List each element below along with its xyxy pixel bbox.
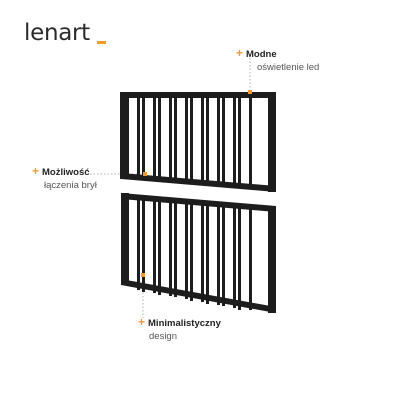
upper-light-module xyxy=(120,92,276,192)
lower-right-post xyxy=(268,206,276,313)
lower-bar xyxy=(174,199,177,297)
upper-bar xyxy=(233,94,236,184)
lower-left-post xyxy=(121,193,129,285)
upper-bar xyxy=(153,94,156,178)
lower-light-module xyxy=(121,193,276,313)
upper-bar xyxy=(169,94,172,179)
marker-dot-bottom xyxy=(141,273,145,277)
upper-bar xyxy=(142,95,145,179)
lower-bar xyxy=(169,199,172,296)
callout-title: Możliwość xyxy=(42,167,90,178)
lower-bar xyxy=(158,198,161,295)
lower-bar xyxy=(217,203,220,305)
lower-bar xyxy=(222,203,225,306)
callout-minimal-design: +Minimalistyczny design xyxy=(138,316,221,343)
lower-bar xyxy=(142,197,145,292)
lower-bar xyxy=(238,205,241,310)
upper-right-post xyxy=(268,92,276,192)
upper-bar xyxy=(190,95,193,183)
callout-title: Minimalistyczny xyxy=(148,318,221,329)
plus-icon: + xyxy=(138,315,146,329)
upper-bar xyxy=(174,95,177,181)
upper-bar xyxy=(249,94,252,186)
callout-subtitle: design xyxy=(149,331,177,342)
brand-logo: lenart xyxy=(24,20,90,46)
lower-bar xyxy=(249,205,252,310)
marker-dot-middle xyxy=(143,172,147,176)
upper-bar xyxy=(158,95,161,180)
upper-left-post xyxy=(120,92,128,179)
lower-bar xyxy=(206,202,209,304)
upper-bar xyxy=(217,94,220,183)
marker-dot-top xyxy=(248,90,252,94)
brand-name: lenart xyxy=(24,20,90,46)
upper-bar xyxy=(185,94,188,180)
upper-bar xyxy=(222,95,225,185)
logo-underscore xyxy=(97,41,106,44)
lower-bar xyxy=(185,200,188,299)
callout-led-lighting: +Modne oświetlenie led xyxy=(236,47,319,74)
lower-top-rail xyxy=(121,193,276,212)
plus-icon: + xyxy=(32,164,40,178)
upper-bar xyxy=(201,94,204,182)
plus-icon: + xyxy=(236,46,244,60)
lower-bar xyxy=(233,204,236,308)
lower-bar xyxy=(190,201,193,301)
lower-bar xyxy=(201,201,204,302)
callout-subtitle: łączenia brył xyxy=(44,180,97,191)
lower-bar xyxy=(137,196,140,290)
upper-bar xyxy=(126,95,129,177)
callout-combining: +Możliwość łączenia brył xyxy=(32,165,97,192)
upper-bar xyxy=(206,95,209,184)
lower-bar xyxy=(153,197,156,293)
callout-subtitle: oświetlenie led xyxy=(257,62,320,73)
upper-bar xyxy=(238,95,241,187)
callout-title: Modne xyxy=(246,49,277,60)
upper-bar xyxy=(137,94,140,176)
